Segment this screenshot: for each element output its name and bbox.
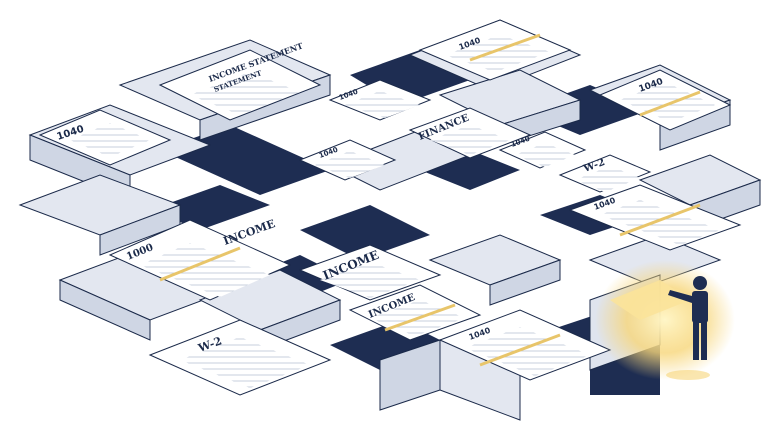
- document-income-center: INCOME: [298, 244, 442, 301]
- person-silhouette-icon: [666, 276, 710, 380]
- documents-layer: 1040 INCOME STATEMENT STATEMENT 1040: [38, 19, 742, 396]
- document-1040-right: 1040: [568, 184, 742, 251]
- document-1040-top: 1040: [418, 19, 572, 81]
- doc-label: INCOME: [222, 217, 277, 248]
- document-finance: FINANCE: [408, 107, 532, 159]
- document-w2-right: W-2: [558, 154, 652, 193]
- document-1040-topright: 1040: [598, 69, 732, 131]
- document-1040-small-b: 1040: [328, 79, 432, 121]
- document-1040-small-a: 1040: [298, 139, 397, 181]
- document-1040-centerright: 1040: [498, 131, 587, 169]
- document-w2-bottom: W-2: [148, 319, 332, 396]
- document-income-1000: INCOME 1000: [108, 217, 292, 301]
- document-1040-topleft: 1040: [38, 109, 172, 166]
- document-1040-bottom: 1040: [438, 309, 612, 381]
- document-income-statement: INCOME STATEMENT STATEMENT: [158, 40, 322, 121]
- exit-glow: [595, 260, 735, 380]
